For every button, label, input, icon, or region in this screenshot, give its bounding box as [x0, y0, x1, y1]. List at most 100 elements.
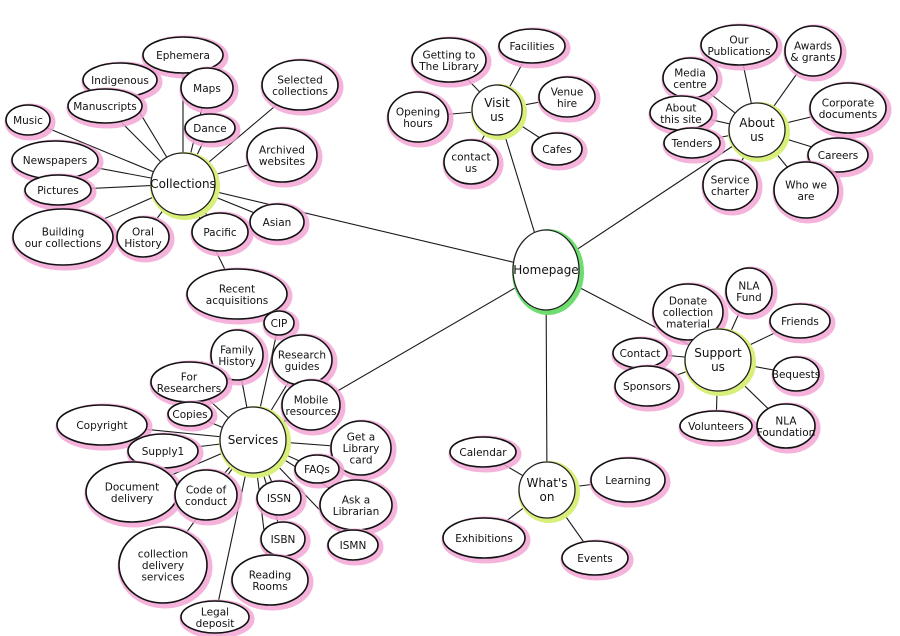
node-maps[interactable]: Maps	[179, 66, 239, 114]
node-label-line: Oral	[132, 226, 154, 238]
node-label-line: documents	[819, 109, 877, 121]
node-ephemera[interactable]: Ephemera	[141, 35, 229, 79]
node-outline	[24, 174, 92, 206]
node-pictures[interactable]: Pictures	[23, 173, 97, 211]
node-outline	[246, 127, 318, 183]
node-awards[interactable]: Awards& grants	[783, 24, 847, 82]
node-outline	[449, 436, 517, 468]
node-asian[interactable]: Asian	[248, 202, 310, 246]
node-label-line: acquisitions	[206, 295, 268, 307]
node-label-line: Events	[577, 553, 613, 565]
node-exhibitions[interactable]: Exhibitions	[441, 516, 531, 564]
node-contact[interactable]: Contact	[611, 336, 673, 374]
node-outline	[531, 132, 583, 166]
node-issn[interactable]: ISSN	[255, 479, 307, 521]
node-label: Awards& grants	[790, 40, 835, 64]
node-ismn[interactable]: ISMN	[326, 528, 384, 566]
node-tenders[interactable]: Tenders	[662, 126, 726, 164]
node-volunteers[interactable]: Volunteers	[678, 409, 758, 447]
node-label-line: Copyright	[76, 420, 127, 432]
node-label-line: are	[798, 191, 815, 203]
node-label: Services	[228, 433, 279, 447]
node-outline	[281, 379, 341, 431]
node-calendar[interactable]: Calendar	[448, 435, 522, 473]
node-sponsors[interactable]: Sponsors	[613, 364, 685, 412]
node-label-line: Careers	[818, 150, 859, 162]
node-learning[interactable]: Learning	[589, 456, 671, 508]
hub-node-services[interactable]: Services	[219, 406, 291, 478]
node-outline	[769, 303, 831, 339]
node-label-line: Homepage	[513, 263, 578, 277]
node-label-line: delivery	[142, 560, 184, 572]
node-label-line: History	[218, 356, 255, 368]
node-friends[interactable]: Friends	[768, 302, 836, 344]
node-pacific[interactable]: Pacific	[190, 211, 254, 257]
hub-node-collections[interactable]: Collections	[150, 152, 220, 220]
node-label: Music	[13, 115, 43, 127]
hub-node-homepage[interactable]: Homepage	[512, 229, 584, 315]
node-outline	[142, 36, 224, 74]
node-manuscripts[interactable]: Manuscripts	[66, 87, 148, 129]
node-music[interactable]: Music	[4, 103, 56, 141]
node-facilities[interactable]: Facilities	[497, 27, 571, 69]
node-bequests[interactable]: Bequests	[771, 355, 825, 397]
node-label-line: Visit	[484, 96, 510, 110]
node-copies[interactable]: Copies	[166, 400, 218, 432]
node-events[interactable]: Events	[560, 539, 634, 581]
node-label-line: For	[181, 371, 198, 383]
node-label-line: Building	[42, 226, 85, 238]
node-copyright[interactable]: Copyright	[55, 403, 153, 451]
node-label-line: material	[666, 319, 710, 331]
node-label: ISMN	[340, 540, 367, 552]
node-outline	[118, 526, 208, 604]
node-label-line: About	[665, 102, 696, 114]
node-dance[interactable]: Dance	[183, 112, 241, 148]
node-faqs[interactable]: FAQs	[293, 453, 345, 489]
node-label-line: contact	[451, 151, 490, 163]
node-outline	[756, 403, 816, 449]
node-label-line: collections	[272, 86, 328, 98]
node-cip[interactable]: CIP	[262, 309, 300, 341]
node-label-line: Mobile	[294, 394, 328, 406]
node-label-line: card	[349, 455, 372, 467]
node-isbn[interactable]: ISBN	[259, 520, 311, 562]
node-cafes[interactable]: Cafes	[530, 131, 588, 171]
